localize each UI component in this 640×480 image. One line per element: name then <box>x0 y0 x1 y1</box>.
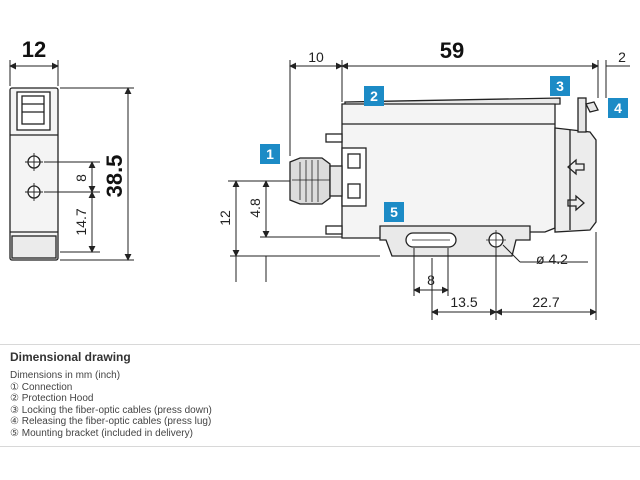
connection-plug <box>289 157 331 205</box>
svg-text:1: 1 <box>266 146 274 162</box>
dim-top-right: 2 <box>618 49 626 65</box>
caption-units: Dimensions in mm (inch) <box>10 370 121 381</box>
badge-3: 3 <box>550 76 570 96</box>
svg-text:3: 3 <box>556 78 564 94</box>
locking-lever <box>577 97 587 133</box>
caption-item-bracket: ⑤ Mounting bracket (included in delivery… <box>10 427 193 439</box>
svg-text:4: 4 <box>614 100 622 116</box>
divider-bottom <box>0 446 640 447</box>
front-dim-lines <box>9 60 134 261</box>
dim-side-48: 4.8 <box>247 198 263 218</box>
front-base <box>11 235 57 259</box>
dim-offset: 10 <box>308 49 324 65</box>
badge-2: 2 <box>364 86 384 106</box>
dim-hole-pos: 13.5 <box>450 294 477 310</box>
badge-5: 5 <box>384 202 404 222</box>
caption-item-connection: ① Connection <box>10 381 73 393</box>
badge-4: 4 <box>608 98 628 118</box>
dim-width: 12 <box>22 37 46 62</box>
direction-arrows-icon <box>567 158 585 212</box>
side-view <box>289 97 599 257</box>
front-view <box>9 87 59 261</box>
caption-item-hood: ② Protection Hood <box>10 393 94 404</box>
dim-height: 38.5 <box>102 155 127 198</box>
svg-text:2: 2 <box>370 88 378 104</box>
divider-top <box>0 344 640 345</box>
caption-item-locking: ③ Locking the fiber-optic cables (press … <box>10 404 212 416</box>
dim-side-12: 12 <box>217 210 233 226</box>
front-latch <box>21 95 45 125</box>
release-lug <box>585 101 599 113</box>
side-dim-lines <box>228 60 630 320</box>
svg-text:5: 5 <box>390 204 398 220</box>
dim-length: 59 <box>440 38 464 63</box>
dim-hole-diameter: ø 4.2 <box>536 251 568 267</box>
badge-1: 1 <box>260 144 280 164</box>
dimensional-drawing: 12 38.5 8 14.7 <box>9 37 630 320</box>
dim-hole-end: 22.7 <box>532 294 559 310</box>
end-cap <box>554 127 597 233</box>
caption-title: Dimensional drawing <box>10 350 131 364</box>
dim-front-upper: 8 <box>73 174 89 182</box>
caption: Dimensional drawing Dimensions in mm (in… <box>10 350 212 439</box>
dim-front-lower: 14.7 <box>73 208 89 235</box>
dim-slot: 8 <box>427 272 435 288</box>
caption-item-releasing: ④ Releasing the fiber-optic cables (pres… <box>10 416 212 427</box>
front-body <box>9 87 59 261</box>
